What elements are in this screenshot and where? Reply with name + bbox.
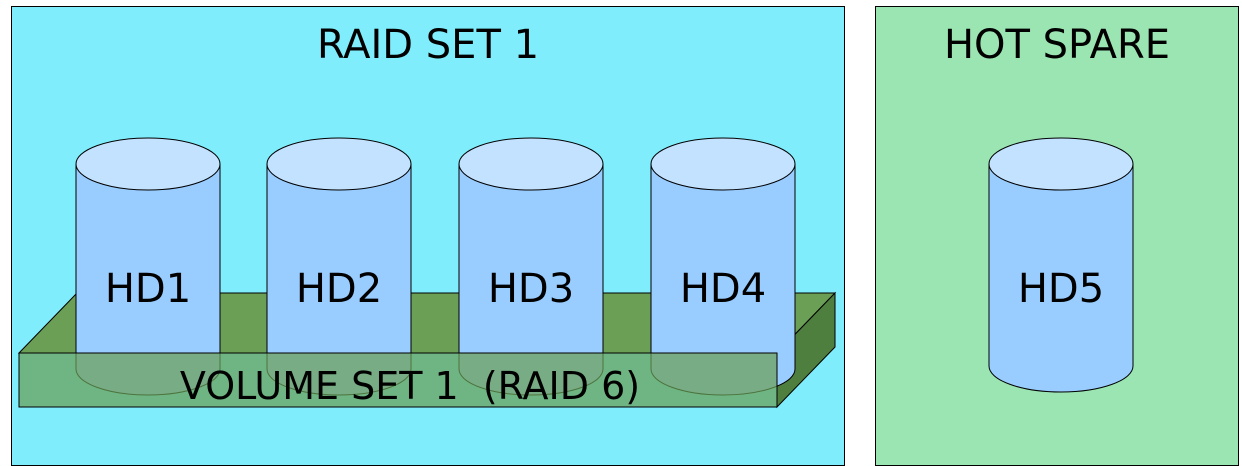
- hot-spare-disk: HD5: [988, 137, 1134, 393]
- volume-set-slab-back: [17, 291, 837, 409]
- volume-set-front-face: [18, 352, 778, 408]
- disk-top: [458, 137, 604, 191]
- disk-top: [650, 137, 796, 191]
- raid-set-title: RAID SET 1: [316, 22, 540, 68]
- disk-label: HD2: [296, 266, 382, 312]
- disk-label: HD1: [105, 266, 191, 312]
- disk-label: HD3: [488, 266, 574, 312]
- hot-spare-title: HOT SPARE: [943, 22, 1171, 68]
- disk-4: HD4: [650, 137, 796, 396]
- disk-label: HD4: [680, 266, 766, 312]
- disk-body: [988, 163, 1134, 393]
- disk-1: HD1: [75, 137, 221, 396]
- volume-set-label: VOLUME SET 1 (RAID 6): [180, 364, 640, 408]
- disk-5: HD5: [988, 137, 1134, 393]
- disk-label: HD5: [1018, 266, 1104, 312]
- disk-top: [75, 137, 221, 191]
- disk-top: [988, 137, 1134, 191]
- raid-disks: HD1 HD2 HD3 HD4: [75, 137, 796, 396]
- volume-set-slab-front: [18, 352, 778, 408]
- disk-top: [266, 137, 412, 191]
